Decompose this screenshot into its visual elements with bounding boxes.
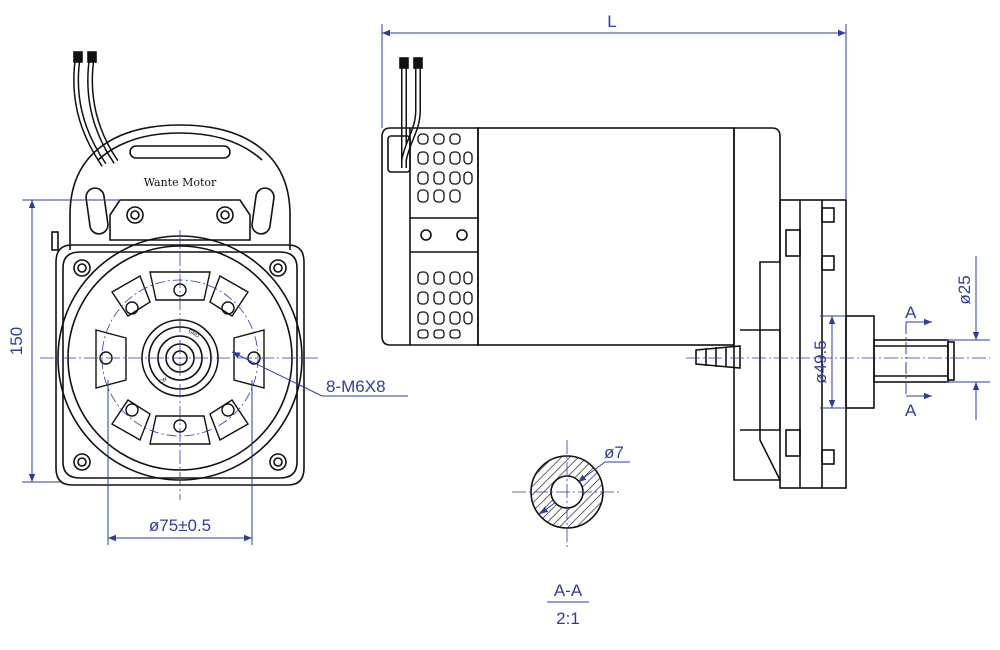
dim-height: 150 bbox=[7, 327, 26, 355]
hub-mark-gnd: GND bbox=[187, 329, 200, 340]
cap-slot-right bbox=[251, 187, 275, 235]
gearbox bbox=[733, 127, 782, 481]
section-view bbox=[512, 440, 630, 603]
cap-slot-top bbox=[129, 145, 231, 159]
side-dimensions bbox=[381, 24, 990, 420]
front-dimensions bbox=[22, 199, 408, 545]
side-lead-wires bbox=[387, 57, 423, 173]
section-marker-bottom: A bbox=[905, 401, 917, 420]
vent-cutouts bbox=[95, 271, 265, 445]
section-scale: 2:1 bbox=[556, 609, 580, 628]
dim-section-hole: ø7 bbox=[604, 443, 624, 462]
cap-slot-left bbox=[85, 187, 109, 235]
brand-label: Wante Motor bbox=[144, 176, 217, 189]
front-centerlines bbox=[40, 230, 320, 500]
dim-shaft-diameter: ø25 bbox=[955, 275, 974, 304]
dim-bolt-spec: 8-M6X8 bbox=[326, 377, 386, 396]
dim-overall-length: L bbox=[607, 12, 616, 31]
dim-flange-diameter: ø49.5 bbox=[811, 340, 830, 383]
dim-pilot-diameter: ø75±0.5 bbox=[149, 516, 211, 535]
section-title: A-A bbox=[554, 581, 583, 600]
front-view: Wante Motor bbox=[51, 51, 305, 486]
side-view bbox=[381, 57, 955, 489]
section-marker-top: A bbox=[905, 303, 917, 322]
hub-mark-cw: CW bbox=[158, 376, 168, 385]
vent-slots bbox=[417, 133, 473, 339]
motor-body bbox=[477, 127, 735, 346]
end-cap bbox=[381, 127, 479, 346]
square-flange bbox=[55, 244, 305, 486]
lead-wires bbox=[73, 51, 119, 167]
flange-boss bbox=[845, 315, 875, 409]
rear-cap bbox=[69, 124, 291, 250]
